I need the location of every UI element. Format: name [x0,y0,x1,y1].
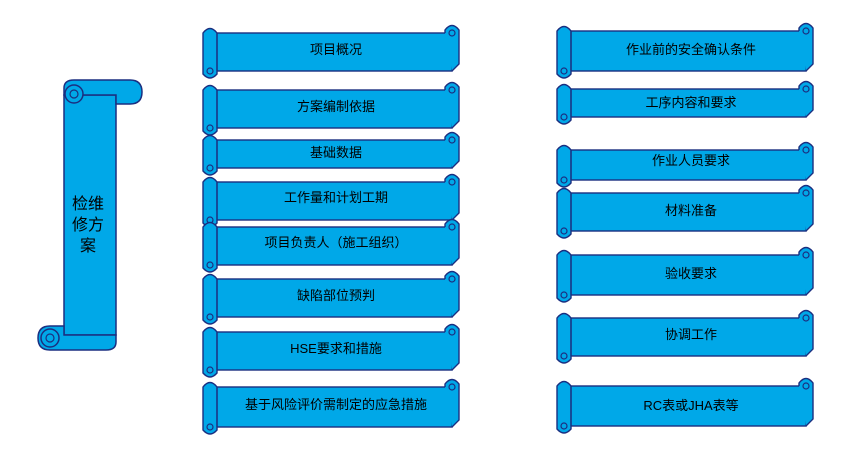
right-scroll-0 [556,22,814,79]
left-scroll-1 [202,81,460,136]
right-scroll-3 [556,184,814,239]
right-scroll-5 [556,309,814,364]
left-scroll-7 [202,378,460,435]
right-scroll-2 [556,141,814,188]
left-scroll-6 [202,323,460,378]
left-scroll-3 [202,173,460,228]
right-scroll-6 [556,377,814,434]
left-scroll-2 [202,131,460,176]
main-title-scroll [37,79,143,351]
left-scroll-5 [202,270,460,325]
left-scroll-0 [202,24,460,79]
right-scroll-4 [556,246,814,303]
right-scroll-1 [556,80,814,125]
left-scroll-4 [202,218,460,273]
